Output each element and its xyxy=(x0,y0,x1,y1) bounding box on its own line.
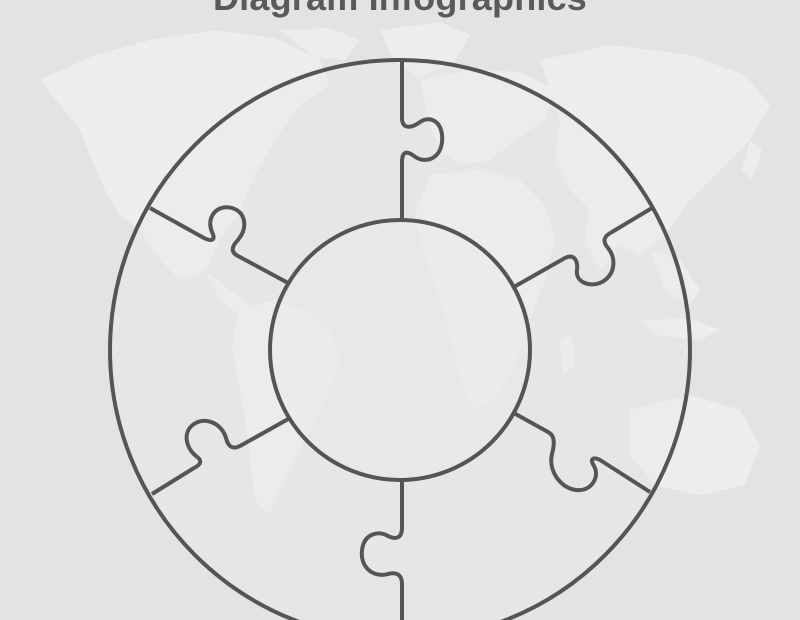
page-title: Diagram Infographics xyxy=(0,0,800,18)
puzzle-divider-lower-right xyxy=(511,410,652,494)
puzzle-divider-upper-left xyxy=(149,205,291,286)
puzzle-divider-lower-left xyxy=(150,416,291,496)
puzzle-divider-top xyxy=(400,60,445,220)
puzzle-divider-bottom xyxy=(359,480,404,620)
center-circle xyxy=(268,218,532,482)
puzzle-divider-upper-right xyxy=(511,206,654,290)
